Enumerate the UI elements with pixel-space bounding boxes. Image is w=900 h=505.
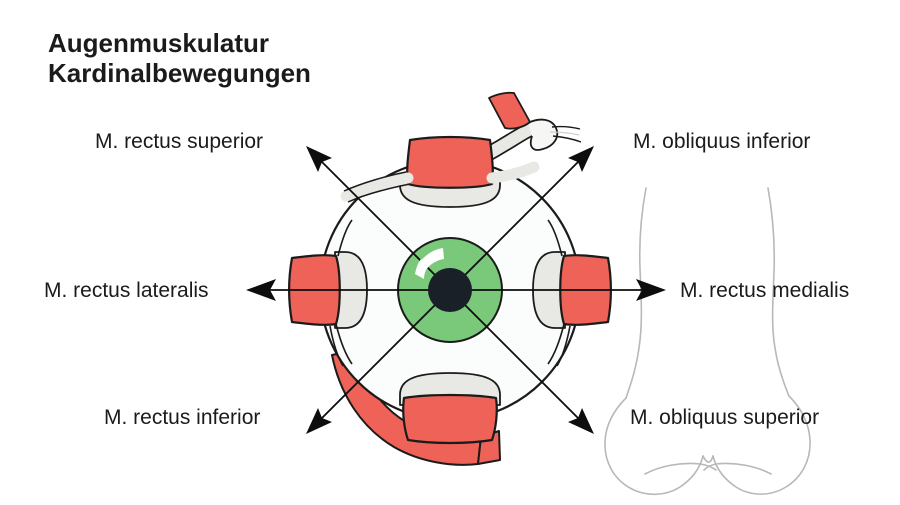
page-title-line1: Augenmuskulatur bbox=[48, 28, 269, 58]
pupil bbox=[428, 268, 472, 312]
inferior-rectus-muscle bbox=[399, 372, 501, 445]
label-obliquus-superior: M. obliquus superior bbox=[630, 406, 819, 429]
label-rectus-superior: M. rectus superior bbox=[95, 130, 263, 153]
label-rectus-inferior: M. rectus inferior bbox=[104, 406, 260, 429]
page-title-line2: Kardinalbewegungen bbox=[48, 58, 311, 88]
label-obliquus-inferior: M. obliquus inferior bbox=[633, 130, 810, 153]
arrow-up-right bbox=[449, 146, 594, 291]
arrow-down-left bbox=[306, 289, 451, 434]
cardinal-movement-arrows bbox=[246, 146, 666, 434]
superior-rectus-muscle bbox=[340, 135, 540, 208]
arrow-down-right bbox=[449, 289, 594, 434]
label-rectus-medialis: M. rectus medialis bbox=[680, 279, 849, 302]
arrow-right bbox=[450, 279, 666, 301]
label-rectus-lateralis: M. rectus lateralis bbox=[44, 279, 209, 302]
arrow-left bbox=[246, 279, 450, 301]
iris-highlight-tail bbox=[415, 259, 429, 279]
nose-outline bbox=[604, 187, 811, 496]
arrow-up-left bbox=[306, 146, 451, 291]
